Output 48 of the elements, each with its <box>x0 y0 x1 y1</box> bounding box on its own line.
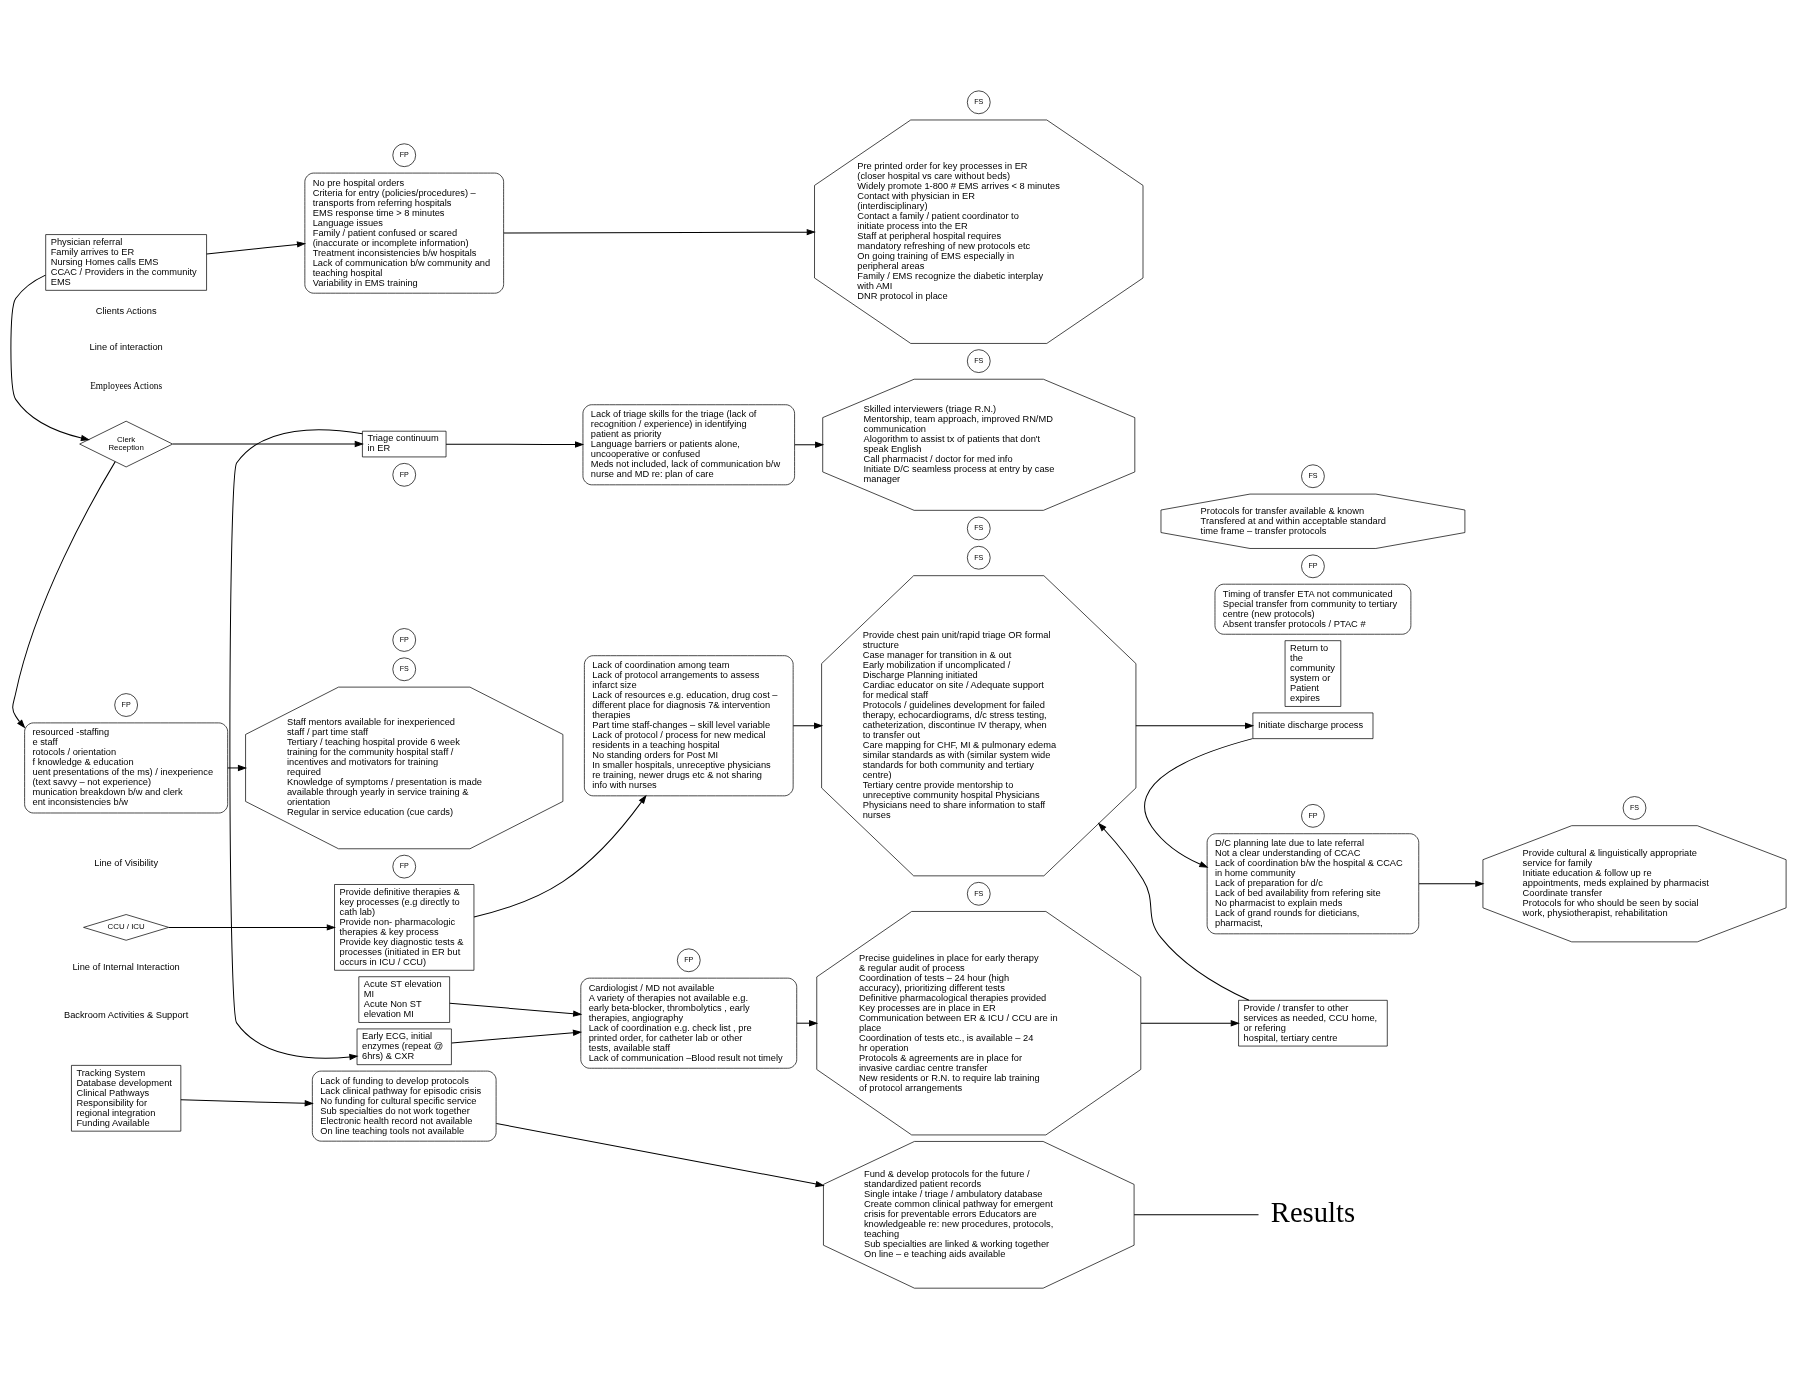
arrow <box>168 923 335 930</box>
label: Backroom Activities & Support <box>63 1009 189 1020</box>
arrow <box>172 440 363 447</box>
node-box: Return to the community system or Patient expires <box>1284 639 1342 707</box>
arrow <box>12 460 116 728</box>
node-box: No pre hospital orders Criteria for entry (policies/procedures) – transports from referring hospitals EMS response time > 8 minutes Language issues Family / patient confused or scared (inaccurate or incomplete information) Treatment inconsistencies b/w hospitals Lack of communication b/w community and teaching hospital Variability in EMS training <box>304 172 504 294</box>
arrow <box>445 441 584 447</box>
arrow <box>473 795 647 917</box>
node-box: Lack of triage skills for the triage (lack of recognition / experience) in identifying patient as priority Language barriers or patients alone, uncooperative or confused Meds not included, lack of communication b/w nurse and MD re: plan of care <box>582 403 795 485</box>
arrow <box>1098 822 1250 1001</box>
node-box: Tracking System Database development Clinical Pathways Responsibility for regional integration Funding Available <box>71 1064 182 1131</box>
label: Line of Visibility <box>94 857 159 868</box>
arrow <box>796 1019 818 1026</box>
node-box: Early ECG, initial enzymes (repeat @ 6hrs) & CXR <box>356 1028 452 1065</box>
label: Clients Actions <box>95 305 157 316</box>
node-box: Acute ST elevation MI Acute Non ST elevation MI <box>358 975 450 1023</box>
node-box: Physician referral Family arrives to ER Nursing Homes calls EMS CCAC / Providers in the community EMS <box>45 233 207 291</box>
node-box: Lack of funding to develop protocols Lack clinical pathway for episodic crisis No funding for cultural specific service Sub specialties do not work together Electronic health record not available On line teaching tools not available <box>312 1070 497 1142</box>
arrow <box>495 1122 824 1187</box>
arrow <box>10 274 90 441</box>
label: Line of interaction <box>89 341 163 352</box>
arrow <box>206 240 306 254</box>
arrow <box>451 1029 582 1043</box>
arrow <box>792 722 823 729</box>
node-diamond: CCU / ICU <box>83 913 170 941</box>
arrow <box>1144 737 1254 868</box>
arrow <box>1418 880 1484 887</box>
node-text: Results <box>1270 1196 1356 1228</box>
node-box: resourced -staffing e staff rotocols / orientation f knowledge & education uent presentations of the ms) / inexperience (text savvy – not experience) munication breakdown b/w and clerk ent inconsistencies b/w <box>24 722 228 813</box>
label: Line of Internal Interaction <box>72 961 180 972</box>
arrow <box>794 441 824 448</box>
node-box: Cardiologist / MD not available A variety of therapies not available e.g. early beta-blocker, thrombolytics , early therapies, angiography Lack of coordination e.g. check list , pre printed order, for catheter lab or other tests, available staff Lack of communication –Blood result not timely <box>580 977 798 1069</box>
arrow <box>449 1002 582 1017</box>
node-box: Provide / transfer to other services as needed, CCU home, or refering hospital, tertiary centre <box>1238 999 1388 1046</box>
node-box: D/C planning late due to late referral Not a clear understanding of CCAC Lack of coordination b/w the hospital & CCAC in home community Lack of preparation for d/c Lack of bed availability from refering site No pharmacist to explain meds Lack of grand rounds for dieticians, pharmacist, <box>1206 832 1420 934</box>
label: Employees Actions <box>90 380 163 391</box>
arrow <box>180 1098 313 1106</box>
arrow <box>503 228 815 235</box>
arrow <box>227 764 247 771</box>
connector <box>1133 1213 1259 1215</box>
node-box: Lack of coordination among team Lack of protocol arrangements to assess infarct size Lack of resources e.g. education, drug cost – different place for diagnosis 7& intervention therapies Part time staff-changes – skill level variable Lack of protocol / process for new medical residents in a teaching hospital No standing orders for Post MI In smaller hospitals, unreceptive physicians re training, newer drugs etc & not sharing info with nurses <box>584 654 794 796</box>
arrow <box>229 428 363 1060</box>
node-box: Timing of transfer ETA not communicated Special transfer from community to tertiary centre (new protocols) Absent transfer protocols / PTAC # <box>1214 583 1412 635</box>
node-box: Initiate discharge process <box>1252 712 1374 739</box>
arrow <box>1140 1019 1239 1026</box>
arrow <box>1135 722 1254 729</box>
node-box: Triage continuum in ER <box>362 430 447 457</box>
node-box: Provide definitive therapies & key processes (e.g directly to cath lab) Provide non- pharmacologic therapies & key process Provide key diagnostic tests & processes (initiated in ER but occurs in ICU / CCU) <box>334 883 475 971</box>
